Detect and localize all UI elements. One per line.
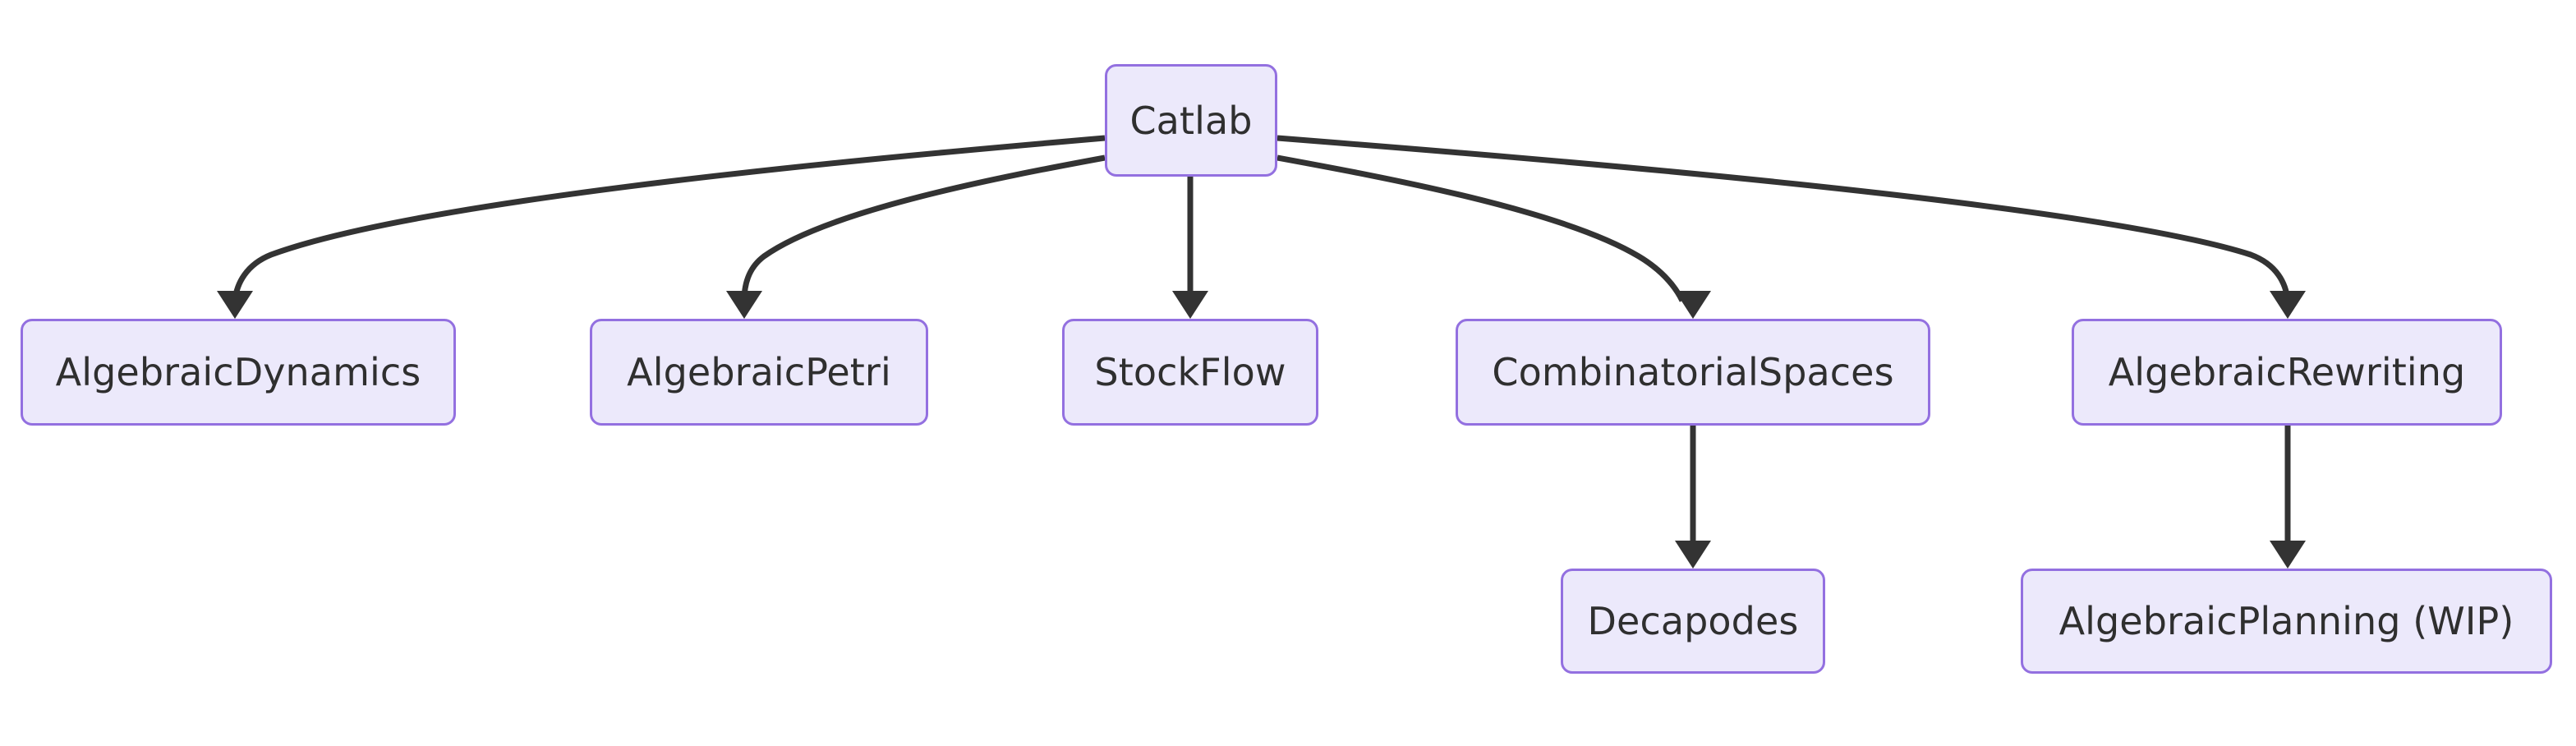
node-label: StockFlow xyxy=(1094,350,1286,394)
node-algebraicdynamics[interactable]: AlgebraicDynamics xyxy=(21,319,456,426)
arrowhead-catlab-to-combinatorialspaces xyxy=(1675,291,1711,319)
node-decapodes[interactable]: Decapodes xyxy=(1561,569,1825,674)
node-label: Decapodes xyxy=(1587,599,1799,643)
node-label: AlgebraicDynamics xyxy=(55,350,421,394)
arrowhead-catlab-to-stockflow xyxy=(1172,291,1208,319)
node-label: AlgebraicRewriting xyxy=(2108,350,2466,394)
edge-catlab-to-algebraicrewriting xyxy=(1276,135,2291,302)
arrowhead-catlab-to-algebraicrewriting xyxy=(2270,291,2306,319)
node-algebraicpetri[interactable]: AlgebraicPetri xyxy=(590,319,928,426)
arrowhead-combinatorialspaces-to-decapodes xyxy=(1675,541,1711,569)
edge-catlab-to-algebraicdynamics xyxy=(232,135,1106,302)
node-label: AlgebraicPlanning (WIP) xyxy=(2058,599,2514,643)
edge-catlab-to-algebraicpetri xyxy=(741,154,1106,302)
arrowhead-catlab-to-algebraicdynamics xyxy=(217,291,253,319)
node-stockflow[interactable]: StockFlow xyxy=(1062,319,1318,426)
node-label: CombinatorialSpaces xyxy=(1492,350,1894,394)
node-algebraicplanning[interactable]: AlgebraicPlanning (WIP) xyxy=(2021,569,2552,674)
arrowhead-algebraicrewriting-to-algebraicplanning xyxy=(2270,541,2306,569)
node-label: AlgebraicPetri xyxy=(627,350,891,394)
edge-catlab-to-combinatorialspaces xyxy=(1276,154,1686,302)
node-catlab[interactable]: Catlab xyxy=(1105,64,1277,177)
node-algebraicrewriting[interactable]: AlgebraicRewriting xyxy=(2072,319,2502,426)
node-combinatorialspaces[interactable]: CombinatorialSpaces xyxy=(1456,319,1930,426)
node-label: Catlab xyxy=(1129,98,1253,143)
arrowhead-catlab-to-algebraicpetri xyxy=(726,291,762,319)
